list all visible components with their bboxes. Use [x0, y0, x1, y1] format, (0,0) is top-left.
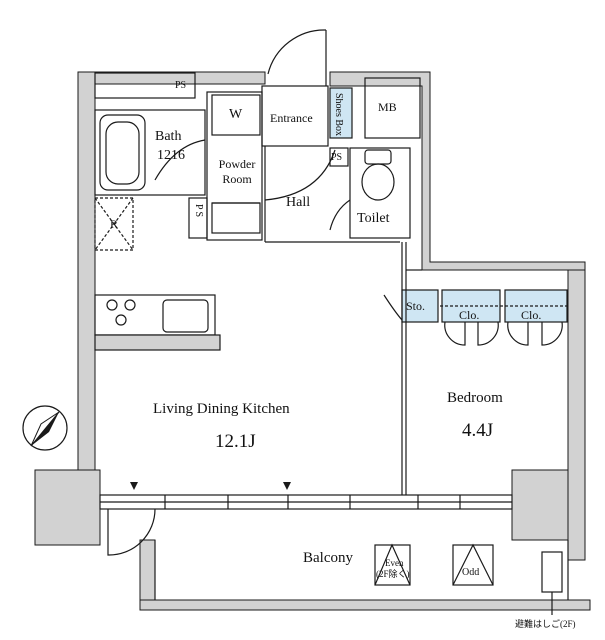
refrigerator-label: R: [110, 217, 119, 231]
ladder-box: [541, 551, 563, 593]
entrance: [261, 85, 329, 147]
washer-label: W: [229, 107, 243, 122]
bedroom-area-label: 4.4J: [462, 420, 494, 441]
bath-label: Bath: [155, 129, 182, 144]
bath-room: [94, 109, 206, 196]
ps-left-label: PS: [193, 204, 204, 220]
compass-icon: [22, 405, 68, 451]
ladder-label: 避難はしご(2F): [515, 619, 576, 629]
toilet-room: [349, 147, 411, 239]
kitchen-counter: [94, 294, 216, 336]
odd-box: [452, 544, 494, 586]
ps-right-label: PS: [331, 152, 343, 163]
shoes-box-label: Shoes Box: [333, 93, 344, 137]
mb-label: MB: [378, 100, 397, 114]
window-markers: [130, 482, 291, 490]
bath-size-label: 1216: [157, 148, 185, 163]
sto-label: Sto.: [406, 299, 426, 313]
stove-icon: [106, 299, 136, 326]
toilet-label: Toilet: [357, 211, 390, 226]
powder-room: [206, 91, 263, 241]
balcony-label: Balcony: [303, 550, 353, 566]
mb-box: [364, 77, 421, 139]
entrance-label: Entrance: [270, 111, 313, 125]
bedroom-label: Bedroom: [447, 390, 503, 406]
sink-icon: [162, 299, 209, 333]
bathtub-icon: [99, 114, 146, 191]
outer-walls: [34, 71, 591, 611]
washer-box: [211, 94, 261, 136]
even-label: Even: [385, 558, 404, 568]
even-note-label: (2F除く): [376, 569, 410, 579]
ldk-label: Living Dining Kitchen: [153, 401, 290, 417]
ps-top-label: PS: [175, 80, 187, 91]
toilet-icon: [361, 163, 395, 201]
odd-label: Odd: [462, 567, 480, 578]
powder-room-label: Powder Room: [218, 157, 256, 186]
ldk-area-label: 12.1J: [215, 431, 256, 452]
hall-label: Hall: [286, 195, 311, 210]
shoes-box: [329, 87, 353, 139]
ps-top-box: [94, 72, 196, 99]
clo1-label: Clo.: [459, 308, 480, 322]
clo2-label: Clo.: [521, 308, 542, 322]
